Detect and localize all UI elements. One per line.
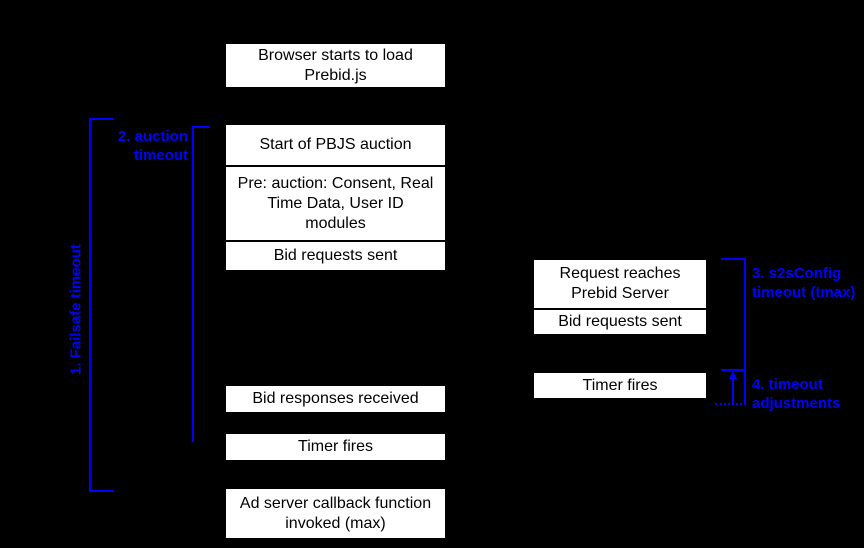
box-bid-requests-sent-left-text: Bid requests sent xyxy=(273,247,398,264)
box-start-auction: Start of PBJS auction xyxy=(226,125,445,165)
box-bid-requests-sent-left: Bid requests sent xyxy=(226,242,445,270)
auction-timeout-label-line1: 2. auction xyxy=(117,128,188,145)
box-request-reaches-server-text: Request reaches Prebid Server xyxy=(559,265,681,302)
box-timer-fires-left: Timer fires xyxy=(226,434,445,460)
failsafe-bracket-tick-top xyxy=(89,118,113,120)
up-arrow-shaft xyxy=(732,379,734,404)
box-pre-auction-text: Pre: auction: Consent, Real Time Data, U… xyxy=(237,174,434,232)
s2s-timeout-label-line2: timeout (tmax) xyxy=(752,284,856,301)
s2s-bracket-line xyxy=(744,258,746,405)
failsafe-bracket-line xyxy=(89,118,91,492)
auction-timeout-label: 2. auction timeout xyxy=(98,127,188,165)
box-browser-load: Browser starts to load Prebid.js xyxy=(226,44,445,87)
auction-timeout-label-line2: timeout xyxy=(133,147,188,164)
failsafe-timeout-label: 1. Failsafe timeout xyxy=(67,244,85,375)
box-timer-fires-left-text: Timer fires xyxy=(298,438,373,455)
box-request-reaches-server: Request reaches Prebid Server xyxy=(534,260,706,308)
box-bid-responses-received: Bid responses received xyxy=(226,386,445,412)
up-arrow-icon xyxy=(729,371,737,379)
timeout-adjustments-label: 4. timeout adjustments xyxy=(752,375,840,413)
adjustments-dotted-line xyxy=(715,403,746,405)
box-ad-server-callback: Ad server callback function invoked (max… xyxy=(226,489,445,538)
auction-bracket-tick-top xyxy=(192,126,210,128)
s2s-timeout-label-line1: 3. s2sConfig xyxy=(752,265,842,282)
timeout-adjustments-label-line1: 4. timeout xyxy=(752,376,823,393)
s2s-timeout-label: 3. s2sConfig timeout (tmax) xyxy=(752,264,855,302)
box-bid-requests-sent-right-text: Bid requests sent xyxy=(558,313,682,330)
box-start-auction-text: Start of PBJS auction xyxy=(259,136,412,153)
s2s-bracket-tick-top xyxy=(721,258,746,260)
box-timer-fires-right: Timer fires xyxy=(534,373,706,398)
timeout-adjustments-label-line2: adjustments xyxy=(752,395,841,412)
box-bid-requests-sent-right: Bid requests sent xyxy=(534,310,706,334)
box-browser-load-text: Browser starts to load Prebid.js xyxy=(258,46,413,84)
box-pre-auction: Pre: auction: Consent, Real Time Data, U… xyxy=(226,167,445,240)
s2s-bracket-tick-mid xyxy=(721,369,746,371)
box-bid-responses-received-text: Bid responses received xyxy=(252,390,419,407)
auction-bracket-line xyxy=(192,126,194,442)
failsafe-bracket-tick-bottom xyxy=(89,490,113,492)
box-ad-server-callback-text: Ad server callback function invoked (max… xyxy=(239,494,432,532)
box-timer-fires-right-text: Timer fires xyxy=(582,376,658,394)
